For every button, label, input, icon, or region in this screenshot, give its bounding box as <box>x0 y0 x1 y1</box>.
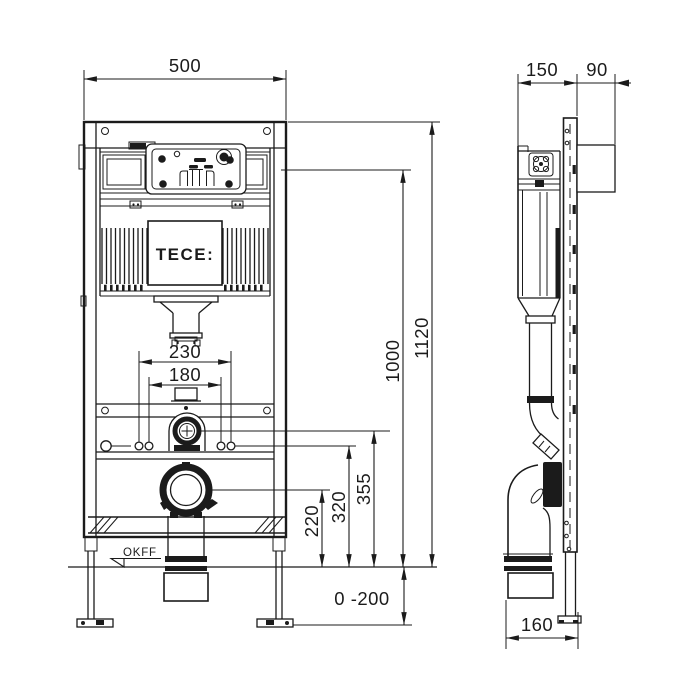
protection-box <box>576 144 616 193</box>
drain-bend-side <box>503 462 562 599</box>
flush-bend-connector <box>168 412 390 451</box>
dim-depth-group: 150 90 <box>517 59 631 146</box>
floor-level: OKFF <box>68 547 437 569</box>
brand-logo: TECE: <box>156 245 215 264</box>
lower-frame <box>76 516 294 628</box>
cistern-side <box>517 145 561 324</box>
floor-level-label: OKFF <box>123 547 157 559</box>
side-view: 150 90 <box>503 59 631 649</box>
dim-actuation-height-label: 1000 <box>382 339 403 382</box>
drain-outlet-front <box>163 556 209 602</box>
dim-outlet-group: 160 <box>505 600 579 649</box>
drain-socket-front <box>159 462 330 518</box>
dim-drain-height-label: 220 <box>301 505 322 537</box>
dim-flush-height-label: 355 <box>353 473 374 505</box>
dim-bolt-spacing: 230 180 <box>138 341 232 442</box>
cistern-ribs: TECE: <box>101 220 269 292</box>
actuation-access-box <box>145 143 247 195</box>
dim-bolt-inner-label: 180 <box>169 364 201 385</box>
dim-connection-height-label: 320 <box>328 491 349 523</box>
dim-protrusion-label: 90 <box>586 59 608 80</box>
dim-frame-width-label: 500 <box>169 55 201 76</box>
flush-pipe-side <box>527 323 560 460</box>
fixing-rods-row <box>96 440 356 460</box>
dim-bolt-outer-label: 230 <box>169 341 201 362</box>
mounting-rail <box>557 117 616 624</box>
dim-frame-depth-label: 150 <box>526 59 558 80</box>
vertical-dimensions: 1120 1000 355 320 220 0 -200 <box>281 121 440 626</box>
dim-frame-width: 500 <box>83 55 287 120</box>
dim-outlet-offset-label: 160 <box>521 614 553 635</box>
front-view: 500 <box>68 55 440 628</box>
dim-leg-range-label: 0 -200 <box>334 588 389 609</box>
dim-total-height-label: 1120 <box>411 317 432 359</box>
flush-pipe-front <box>153 295 219 347</box>
